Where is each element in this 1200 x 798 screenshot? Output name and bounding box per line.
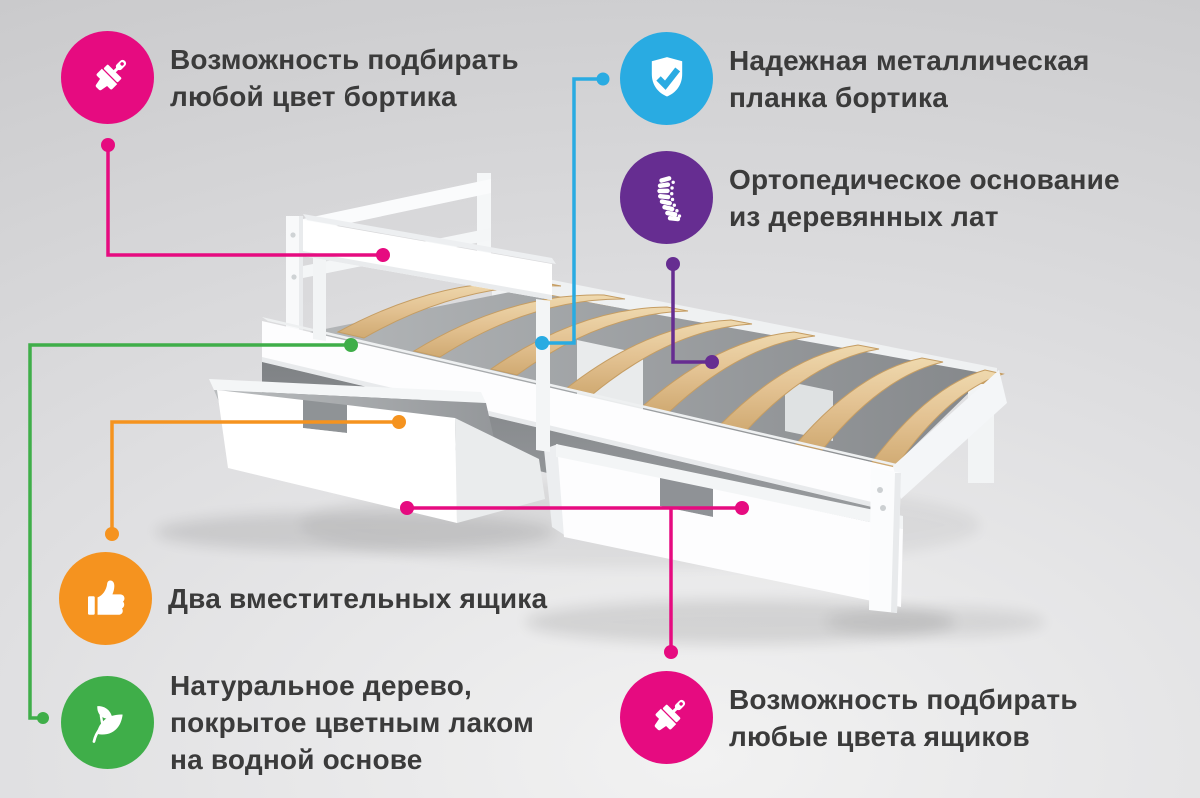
feature-metal-plank: Надежная металлическая планка бортика <box>620 32 1090 125</box>
drawer-2-front <box>558 457 903 607</box>
paintbrush-icon <box>61 31 154 124</box>
feature-label: Ортопедическое основание из деревянных л… <box>729 161 1120 235</box>
feature-label: Надежная металлическая планка бортика <box>729 42 1090 116</box>
feature-line: на водной основе <box>170 744 423 775</box>
feature-orthopedic-base: Ортопедическое основание из деревянных л… <box>620 151 1120 244</box>
feature-line: любой цвет бортика <box>170 80 457 112</box>
drawer-1-back-rim <box>209 379 486 403</box>
shield-check-icon <box>620 32 713 125</box>
thumbs-up-icon <box>59 552 152 645</box>
connector-two-drawers <box>105 415 406 541</box>
foot-end <box>869 370 1007 613</box>
feature-line: Два вместительных ящика <box>168 583 548 614</box>
drawer-2-rim <box>556 444 903 529</box>
connector-natural-wood <box>28 338 358 724</box>
feature-natural-wood: Натуральное дерево, покрытое цветным лак… <box>61 667 534 778</box>
feature-line: Возможность подбирать <box>729 683 1078 715</box>
feature-rail-color: Возможность подбирать любой цвет бортика <box>61 31 519 124</box>
connector-metal-plank <box>535 72 610 350</box>
feature-line: Ортопедическое основание <box>729 163 1120 195</box>
feature-line: из деревянных лат <box>729 200 999 232</box>
leaves-icon <box>61 676 154 769</box>
feature-two-drawers: Два вместительных ящика <box>59 552 547 645</box>
feature-label: Возможность подбирать любые цвета ящиков <box>729 681 1078 755</box>
feature-drawer-colors: Возможность подбирать любые цвета ящиков <box>620 671 1078 764</box>
feature-line: Натуральное дерево, <box>170 670 472 701</box>
feature-label: Возможность подбирать любой цвет бортика <box>170 41 519 115</box>
feature-line: планка бортика <box>729 81 948 113</box>
drawer-1-side <box>455 418 545 523</box>
connector-orthopedic-base <box>666 257 719 369</box>
drawer-1-handle-cutout <box>303 400 347 433</box>
feature-line: покрытое цветным лаком <box>170 707 534 738</box>
connector-drawer-colors <box>400 501 749 659</box>
drawer-2-side <box>544 444 566 536</box>
feature-line: любые цвета ящиков <box>729 720 1030 752</box>
rail-plank-support <box>536 299 550 452</box>
feature-label: Два вместительных ящика <box>168 580 547 617</box>
feature-line: Надежная металлическая <box>729 44 1090 76</box>
feature-line: Возможность подбирать <box>170 43 519 75</box>
safety-rail <box>303 214 556 452</box>
spine-icon <box>620 151 713 244</box>
feature-label: Натуральное дерево, покрытое цветным лак… <box>170 667 534 778</box>
connector-rail-color <box>101 138 390 262</box>
paintbrush-icon <box>620 671 713 764</box>
